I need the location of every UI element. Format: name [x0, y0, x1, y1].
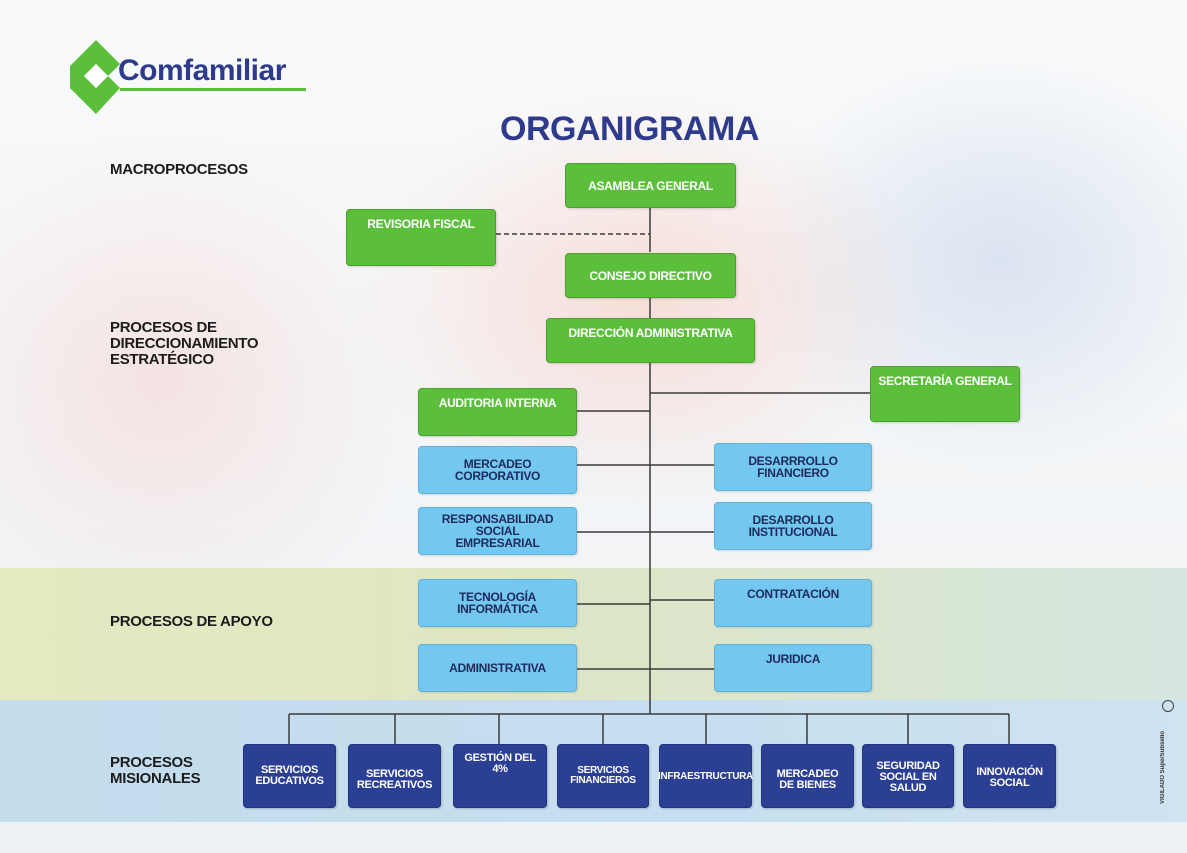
- logo-wordmark: Comfamiliar: [118, 54, 286, 87]
- box-line: SERVICIOS: [577, 765, 629, 776]
- level-label-misionales: PROCESOS MISIONALES: [110, 754, 201, 787]
- box-line: SERVICIOS: [260, 764, 318, 776]
- box-desarrollo-financiero: DESARRROLLO FINANCIERO: [714, 443, 872, 491]
- box-line: DE BIENES: [779, 779, 836, 791]
- box-line: RECREATIVOS: [356, 779, 433, 791]
- level-label-line: PROCESOS: [110, 754, 193, 771]
- box-administrativa: ADMINISTRATIVA: [418, 644, 577, 692]
- box-contratacion: CONTRATACIÓN: [714, 579, 872, 627]
- level-label-line: PROCESOS DE: [110, 319, 217, 336]
- box-juridica: JURIDICA: [714, 644, 872, 692]
- box-responsabilidad-social: RESPONSABILIDAD SOCIAL EMPRESARIAL: [418, 507, 577, 555]
- box-line: SOCIAL: [989, 776, 1030, 789]
- box-mercadeo-de-bienes: MERCADEO DE BIENES: [761, 744, 854, 808]
- box-line: SEGURIDAD: [876, 759, 940, 772]
- box-line: SALUD: [889, 781, 927, 794]
- level-label-apoyo: PROCESOS DE APOYO: [110, 613, 273, 630]
- box-line: INFRAESTRUCTURA: [658, 770, 753, 782]
- box-consejo-directivo: CONSEJO DIRECTIVO: [565, 253, 736, 298]
- box-desarrollo-institucional: DESARROLLO INSTITUCIONAL: [714, 502, 872, 550]
- box-line: GESTIÓN DEL 4%: [464, 752, 536, 775]
- vigilado-supersubsidio-text: VIGILADO SuperSubsidio: [1160, 730, 1166, 804]
- box-tecnologia-informatica: TECNOLOGÍA INFORMÁTICA: [418, 579, 577, 627]
- box-revisoria-fiscal: REVISORIA FISCAL: [346, 209, 496, 266]
- box-infraestructura: INFRAESTRUCTURA: [658, 744, 753, 808]
- box-line: EMPRESARIAL: [455, 536, 540, 550]
- level-label-line: MISIONALES: [110, 770, 201, 787]
- level-label-line: DIRECCIONAMIENTO: [110, 335, 259, 352]
- box-line: SERVICIOS: [365, 768, 423, 780]
- box-auditoria-interna: AUDITORIA INTERNA: [418, 388, 577, 436]
- box-servicios-financieros: SERVICIOS FINANCIEROS: [557, 744, 649, 808]
- level-label-line: ESTRATÉGICO: [110, 351, 214, 368]
- box-asamblea-general: ASAMBLEA GENERAL: [565, 163, 736, 208]
- supersubsidio-icon: [1162, 700, 1174, 712]
- box-servicios-educativos: SERVICIOS EDUCATIVOS: [243, 744, 336, 808]
- box-secretaria-general: SECRETARÍA GENERAL: [870, 366, 1020, 422]
- box-line: SOCIAL EN: [879, 770, 937, 783]
- page-title: ORGANIGRAMA: [500, 110, 759, 148]
- box-direccion-administrativa: DIRECCIÓN ADMINISTRATIVA: [546, 318, 755, 363]
- logo-underline: [120, 88, 306, 91]
- box-innovacion-social: INNOVACIÓN SOCIAL: [963, 744, 1056, 808]
- box-line: FINANCIEROS: [570, 775, 636, 786]
- box-mercadeo-corporativo: MERCADEO CORPORATIVO: [418, 446, 577, 494]
- box-line: EDUCATIVOS: [255, 775, 324, 787]
- box-seguridad-social-salud: SEGURIDAD SOCIAL EN SALUD: [862, 744, 954, 808]
- box-line: RESPONSABILIDAD SOCIAL: [441, 512, 554, 538]
- apoyo-band: [0, 568, 1187, 700]
- box-line: INNOVACIÓN: [976, 765, 1043, 778]
- level-label-direccionamiento: PROCESOS DE DIRECCIONAMIENTO ESTRATÉGICO: [110, 319, 259, 368]
- comfamiliar-logo-icon: [70, 40, 120, 114]
- box-servicios-recreativos: SERVICIOS RECREATIVOS: [348, 744, 441, 808]
- level-label-macro: MACROPROCESOS: [110, 161, 248, 178]
- box-line: MERCADEO: [776, 768, 839, 780]
- box-gestion-4: GESTIÓN DEL 4%: [453, 744, 547, 808]
